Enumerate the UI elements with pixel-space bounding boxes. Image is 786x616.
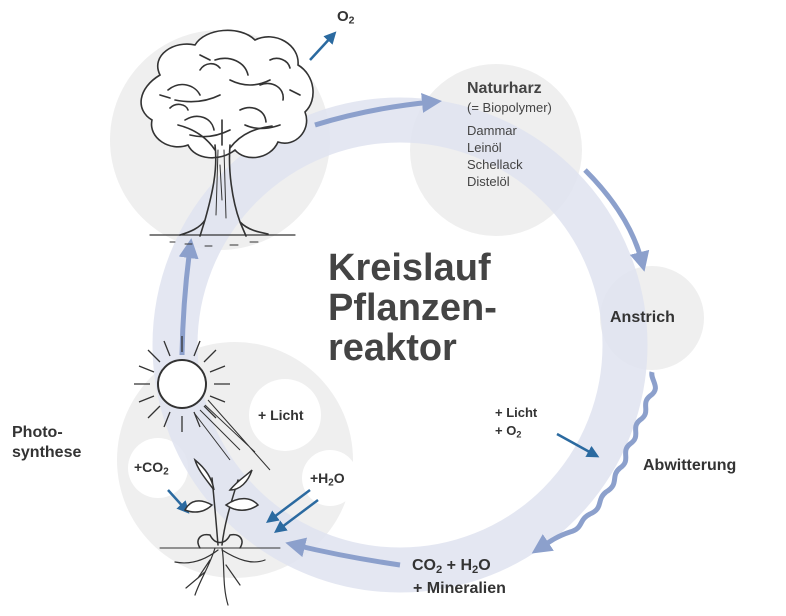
products-line-2: + Mineralien <box>413 580 506 597</box>
h2o-input-label: +H2O <box>310 470 345 489</box>
h2o-bubble <box>302 450 358 506</box>
weather-oxygen-label: + O2 <box>495 423 522 440</box>
h2o-input-arrow-1 <box>266 489 311 523</box>
co2-input-label: +CO2 <box>134 459 169 478</box>
co2-bubble <box>128 438 188 498</box>
cycle-ring <box>152 97 648 593</box>
oxygen-arrow <box>309 31 337 61</box>
h2o-input-arrow-2 <box>274 499 319 533</box>
plant-icon <box>159 457 281 606</box>
title-line-3: reaktor <box>328 327 457 369</box>
co2-input-arrow <box>167 489 190 514</box>
naturharz-item: Leinöl <box>467 140 502 155</box>
licht-input-label: + Licht <box>258 407 304 423</box>
anstrich-label: Anstrich <box>610 309 675 326</box>
tree-icon <box>140 29 314 247</box>
weather-input-arrow <box>556 432 600 458</box>
photosynthese-line-1: Photo- <box>12 424 63 441</box>
ring-arrow-resin-to-paint <box>583 168 650 272</box>
products-line-1: CO2 + H2O <box>412 557 491 576</box>
naturharz-subtitle: (= Biopolymer) <box>467 100 552 115</box>
abwitterung-label: Abwitterung <box>643 457 737 474</box>
ring-arrow-products-to-plant <box>285 537 401 568</box>
title-line-1: Kreislauf <box>328 247 491 289</box>
naturharz-item: Dammar <box>467 123 517 138</box>
weather-light-label: + Licht <box>495 405 538 420</box>
photosynthese-line-2: synthese <box>12 444 82 461</box>
title-line-2: Pflanzen- <box>328 287 497 329</box>
oxygen-output-label: O2 <box>337 8 355 27</box>
licht-bubble <box>249 379 321 451</box>
naturharz-item: Distelöl <box>467 174 510 189</box>
sun-icon <box>134 336 271 471</box>
naturharz-title: Naturharz <box>467 80 542 97</box>
ring-arrow-weathering <box>531 371 658 554</box>
naturharz-item: Schellack <box>467 157 523 172</box>
ring-arrow-tree-to-resin <box>314 93 442 128</box>
